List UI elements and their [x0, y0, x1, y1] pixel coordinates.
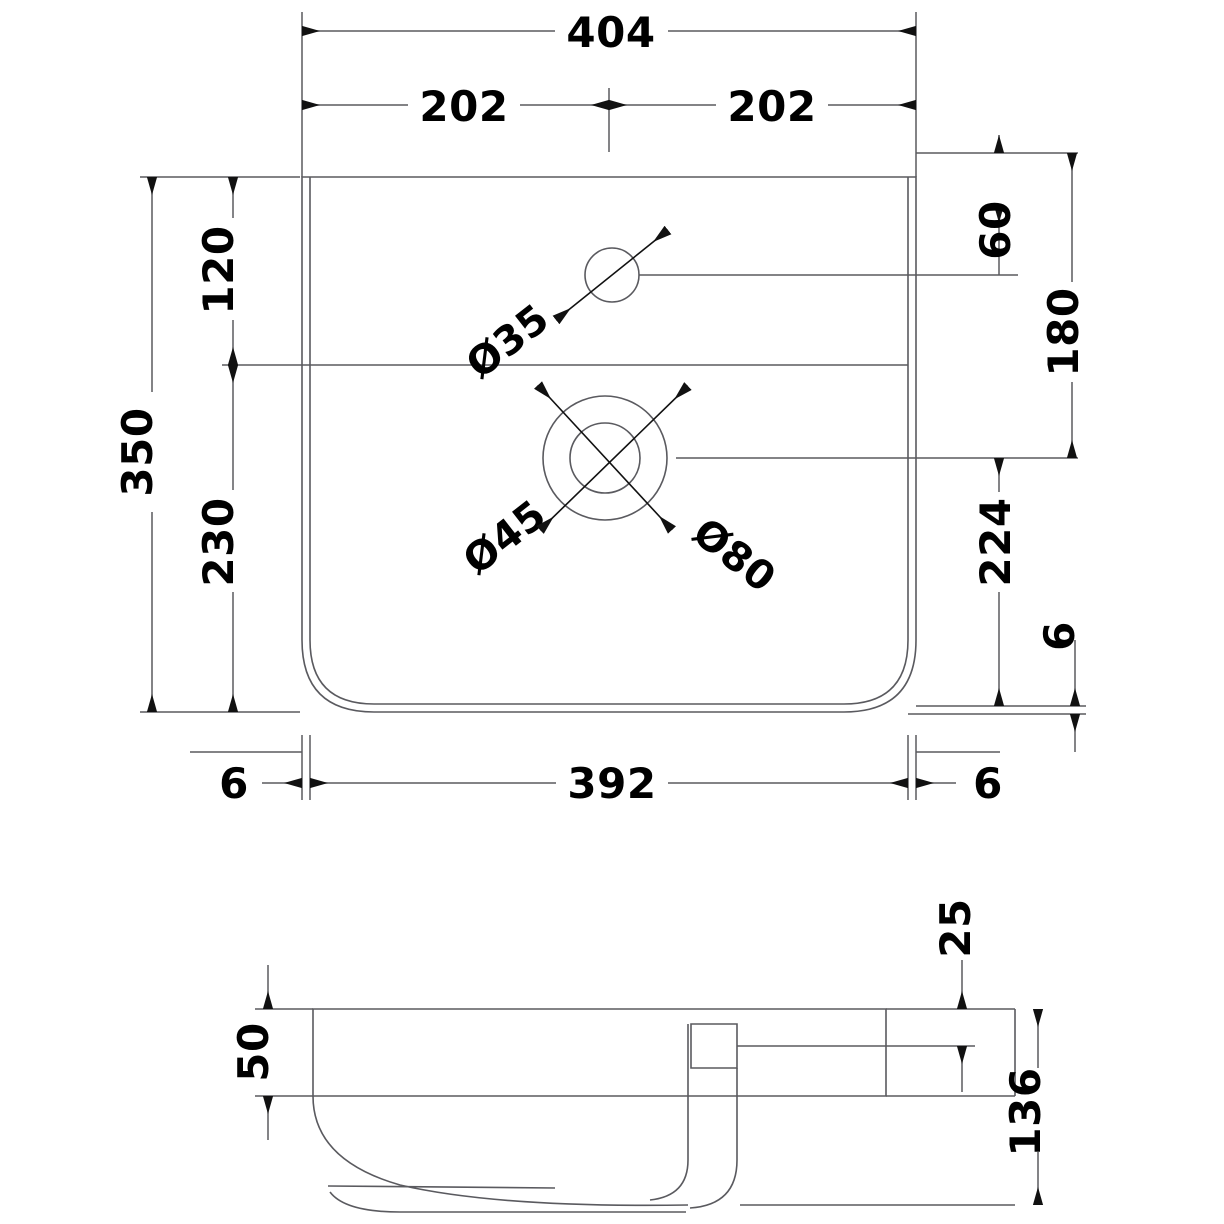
dim-label-202-left: 202	[419, 82, 508, 131]
hole-callout-group: Ø35 Ø45 Ø80	[455, 225, 784, 602]
bottom-dimension-group: 6 392 6	[190, 735, 1003, 808]
side-rim-block	[312, 1008, 887, 1097]
side-bowl-inner-curve	[329, 1191, 686, 1213]
side-waste-pipe-inner	[649, 1068, 689, 1201]
dim-label-224: 224	[971, 497, 1020, 586]
dim-label-25: 25	[931, 898, 980, 957]
callout-label-d45: Ø45	[455, 492, 555, 584]
top-dimension-group: 404 202 202	[301, 8, 917, 177]
top-view-geometry	[301, 176, 917, 713]
leader-line-tap-hole	[552, 225, 672, 325]
side-bowl-lip	[327, 1185, 556, 1189]
side-dimension-group: 50 25 136	[229, 898, 1050, 1205]
left-dimension-group: 350 120 230	[113, 176, 310, 713]
basin-inner-wall-outline	[309, 177, 909, 705]
dim-label-136: 136	[1001, 1067, 1050, 1156]
side-outlet-notch	[690, 1023, 738, 1069]
leader-line-waste-inner	[534, 381, 676, 534]
callout-label-d80: Ø80	[684, 510, 784, 602]
basin-outer-outline	[301, 176, 917, 713]
dim-label-50: 50	[229, 1022, 278, 1081]
dim-label-180: 180	[1039, 287, 1088, 376]
right-dimension-group: 60 180 224 6	[639, 135, 1088, 752]
dim-label-6-right: 6	[1035, 621, 1084, 651]
dim-label-202-right: 202	[727, 82, 816, 131]
side-bowl-outer-curve	[312, 1095, 689, 1207]
dim-label-60: 60	[971, 200, 1020, 259]
dim-label-404: 404	[566, 8, 655, 57]
dim-label-392: 392	[567, 759, 656, 808]
dim-label-230: 230	[194, 497, 243, 586]
dim-label-350: 350	[113, 407, 162, 496]
side-view-geometry	[312, 1008, 1016, 1213]
dim-label-6-bot-right: 6	[973, 759, 1003, 808]
dim-label-120: 120	[194, 225, 243, 314]
dim-label-6-bot-left: 6	[219, 759, 249, 808]
callout-label-d35: Ø35	[458, 296, 558, 388]
side-waste-pipe-outer	[689, 1068, 738, 1209]
leader-line-waste-outer	[536, 382, 692, 534]
